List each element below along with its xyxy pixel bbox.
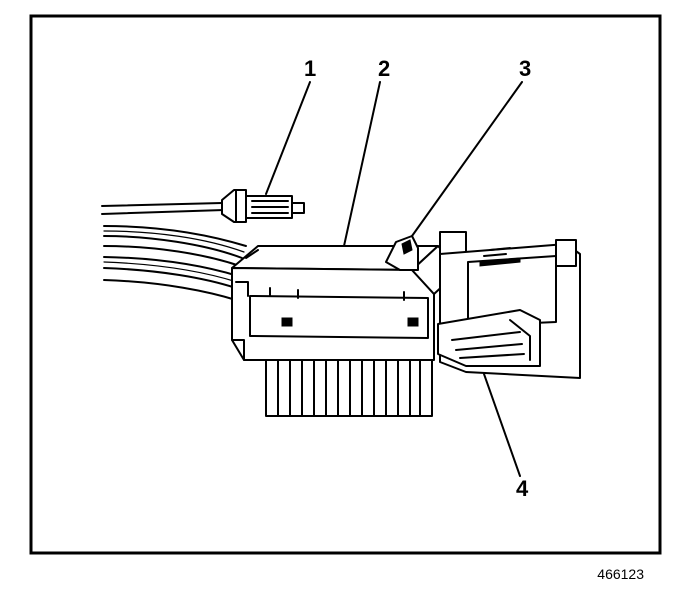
connector-body xyxy=(231,245,461,361)
wire-harness xyxy=(101,202,247,301)
callout-4: 4 xyxy=(516,476,529,501)
callout-3: 3 xyxy=(519,56,531,81)
callout-1: 1 xyxy=(304,56,316,81)
retainer xyxy=(437,239,581,379)
leader-line-4 xyxy=(483,373,521,477)
leader-line-3 xyxy=(411,81,523,237)
diagram-frame xyxy=(29,14,662,555)
leader-line-2 xyxy=(343,81,381,247)
terminal xyxy=(221,189,305,223)
locking-tab xyxy=(385,231,467,271)
leader-line-1 xyxy=(265,81,311,195)
leader-lines xyxy=(265,81,523,477)
terminal-pins xyxy=(265,359,433,417)
figure-id: 466123 xyxy=(597,566,644,582)
callout-2: 2 xyxy=(378,56,390,81)
